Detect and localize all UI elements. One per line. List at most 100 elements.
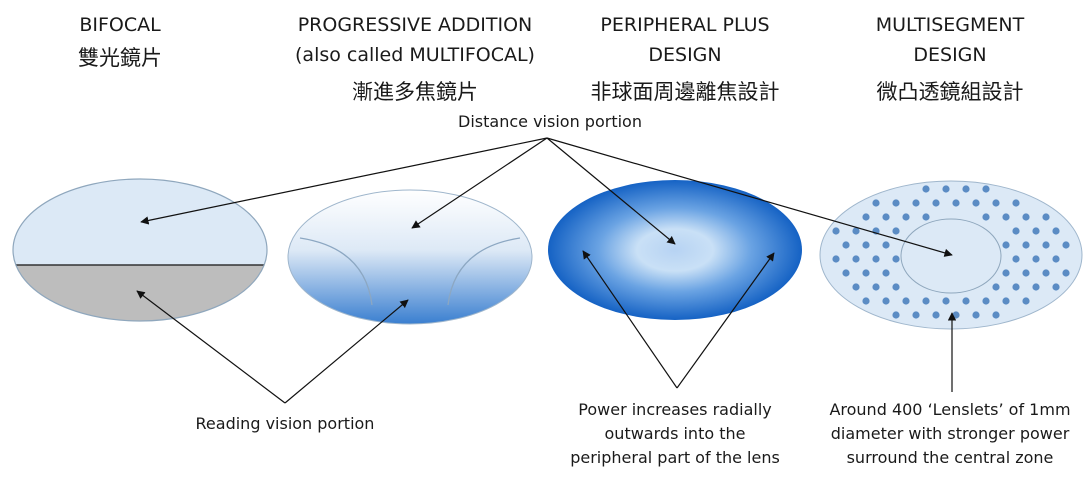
title-progressive-en2: (also called MULTIFOCAL)	[295, 44, 535, 66]
title-bifocal: BIFOCAL 雙光鏡片	[40, 10, 200, 76]
arrows	[136, 137, 957, 404]
lenslet-dot	[872, 255, 880, 263]
lenslet-dot	[982, 213, 990, 221]
title-bifocal-en: BIFOCAL	[79, 14, 161, 36]
lenslet-dot	[1002, 213, 1010, 221]
lenslet-dot	[872, 283, 880, 291]
lenslet-dot	[872, 199, 880, 207]
lenslet-dot	[902, 213, 910, 221]
arrow-power-right	[676, 252, 775, 389]
lenslet-dot	[852, 255, 860, 263]
lenslet-dot	[992, 199, 1000, 207]
title-peripheral: PERIPHERAL PLUS DESIGN 非球面周邊離焦設計	[560, 10, 810, 110]
arrow-reading-progressive	[284, 299, 409, 404]
lenslet-dot	[982, 297, 990, 305]
lenslet-dot	[942, 185, 950, 193]
label-power-line2: outwards into the	[604, 424, 746, 443]
label-distance-vision: Distance vision portion	[458, 112, 642, 131]
peripheral-plus-lens	[548, 180, 802, 320]
title-multisegment-en1: MULTISEGMENT	[875, 14, 1025, 36]
lenslet-dot	[1062, 241, 1070, 249]
arrow-power-left	[582, 250, 678, 389]
lenslet-dot	[862, 297, 870, 305]
arrow-distance-multisegment	[546, 137, 953, 257]
lenslet-dot	[852, 227, 860, 235]
lenslet-dot	[992, 311, 1000, 319]
title-bifocal-cn: 雙光鏡片	[78, 46, 162, 70]
lenslet-dot	[1022, 297, 1030, 305]
lenslet-dot	[842, 241, 850, 249]
lenslet-dot	[972, 199, 980, 207]
title-progressive: PROGRESSIVE ADDITION (also called MULTIF…	[270, 10, 560, 110]
lenslet-dot	[862, 241, 870, 249]
central-zone	[900, 218, 1002, 294]
arrow-distance-bifocal	[140, 137, 548, 225]
lenslet-dot	[1012, 283, 1020, 291]
lenslet-dot	[952, 199, 960, 207]
lenslet-dot	[932, 311, 940, 319]
arrow-distance-progressive	[411, 137, 548, 229]
title-peripheral-en1: PERIPHERAL PLUS	[600, 14, 770, 36]
lenslet-dot	[922, 185, 930, 193]
label-lenslets-line1: Around 400 ‘Lenslets’ of 1mm	[829, 400, 1071, 419]
lenslet-dot	[892, 227, 900, 235]
lenslet-dot	[982, 185, 990, 193]
progressive-lens	[287, 189, 533, 325]
lenslet-dot	[1012, 227, 1020, 235]
lenslet-dot	[1052, 255, 1060, 263]
lenslet-dot	[962, 297, 970, 305]
title-multisegment: MULTISEGMENT DESIGN 微凸透鏡組設計	[840, 10, 1060, 110]
lenslet-dot	[1002, 269, 1010, 277]
lenslet-dot	[832, 255, 840, 263]
lenslet-dot	[942, 297, 950, 305]
lenslet-dot	[932, 199, 940, 207]
lenslet-dots	[832, 185, 1070, 319]
lenslet-dot	[1052, 227, 1060, 235]
lenslet-dot	[842, 269, 850, 277]
lenslet-dot	[892, 311, 900, 319]
lenslet-dot	[1022, 269, 1030, 277]
lenslet-dot	[1032, 255, 1040, 263]
lenslet-dot	[892, 283, 900, 291]
lenslet-dot	[882, 269, 890, 277]
lenslet-dot	[892, 255, 900, 263]
lenslet-dot	[952, 311, 960, 319]
lenslet-dot	[1032, 227, 1040, 235]
title-multisegment-cn: 微凸透鏡組設計	[876, 80, 1024, 104]
lenslet-dot	[902, 297, 910, 305]
label-lenslets-line2: diameter with stronger power	[830, 424, 1070, 443]
bifocal-lens	[13, 179, 267, 321]
lenslet-dot	[862, 269, 870, 277]
label-power-line1: Power increases radially	[578, 400, 772, 419]
lenslet-dot	[912, 311, 920, 319]
lenslet-dot	[972, 311, 980, 319]
lenslet-dot	[892, 199, 900, 207]
lenslet-dot	[1042, 213, 1050, 221]
bifocal-lens-outline	[12, 178, 268, 322]
lenslet-dot	[882, 241, 890, 249]
label-lenslets-line3: surround the central zone	[846, 448, 1054, 467]
lenslet-dot	[1012, 199, 1020, 207]
arrow-distance-peripheral	[546, 137, 676, 245]
lenslet-dot	[1002, 297, 1010, 305]
lenslet-dot	[1032, 283, 1040, 291]
lenslet-dot	[992, 283, 1000, 291]
lenslet-dot	[852, 283, 860, 291]
lenslet-dot	[1002, 241, 1010, 249]
lenslet-dot	[912, 199, 920, 207]
lenslet-dot	[1022, 241, 1030, 249]
lenslet-dot	[1042, 241, 1050, 249]
title-peripheral-cn: 非球面周邊離焦設計	[590, 80, 780, 104]
lenslet-dot	[882, 297, 890, 305]
lenslet-dot	[862, 213, 870, 221]
lenslet-dot	[962, 185, 970, 193]
lenslet-dot	[1042, 269, 1050, 277]
label-lenslets: Around 400 ‘Lenslets’ of 1mm diameter wi…	[815, 398, 1085, 470]
label-power-line3: peripheral part of the lens	[570, 448, 780, 467]
title-peripheral-en2: DESIGN	[648, 44, 722, 66]
label-reading-vision: Reading vision portion	[195, 414, 375, 433]
lenslet-dot	[882, 213, 890, 221]
lenslet-dot	[1022, 213, 1030, 221]
arrow-reading-bifocal	[136, 290, 286, 404]
